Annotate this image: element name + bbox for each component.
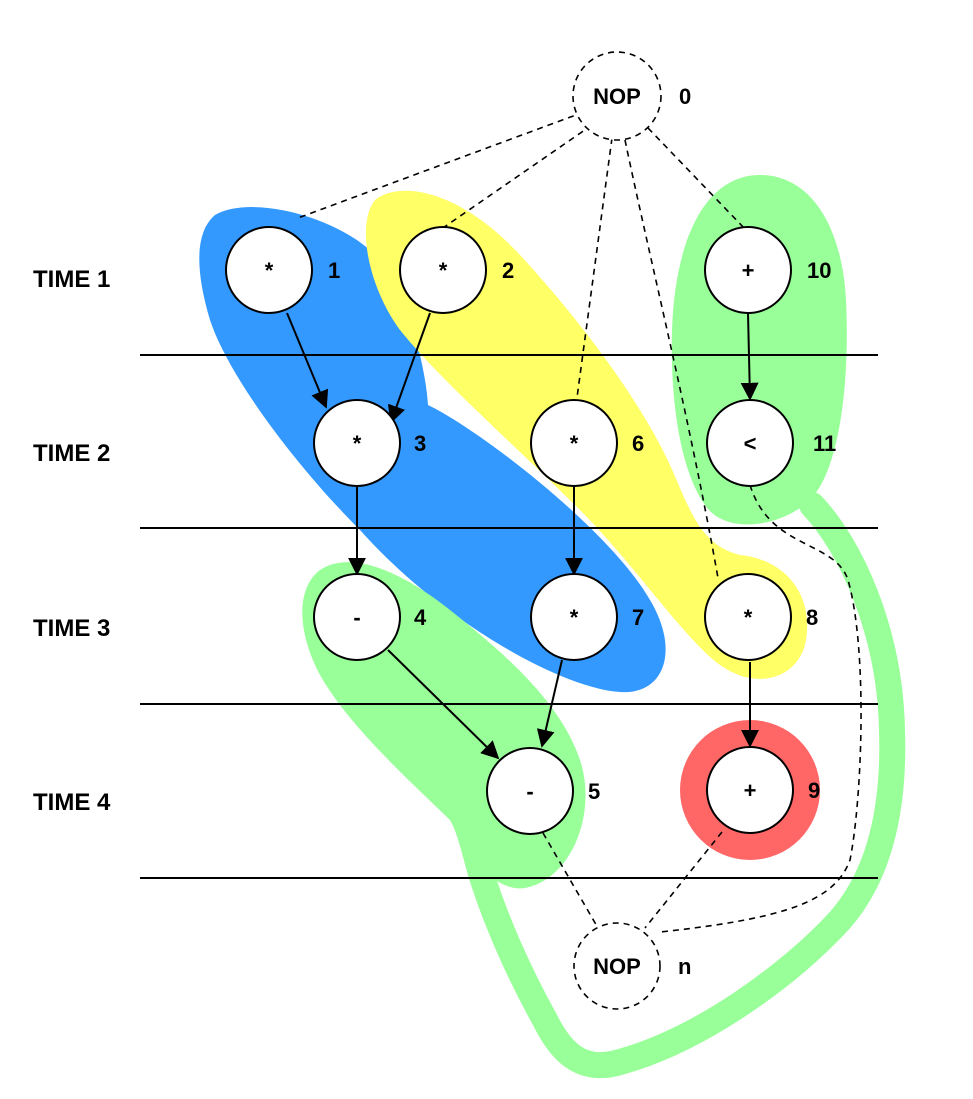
node-0: NOP 0 (572, 51, 691, 141)
node-6: * 6 (530, 399, 644, 487)
node-10: + 10 (704, 226, 831, 314)
node-6-circle (530, 399, 618, 487)
node-1-label: 1 (328, 258, 340, 283)
node-3-circle (313, 399, 401, 487)
dashed-edge-5-n (542, 832, 599, 929)
group-region-green-band (449, 492, 906, 1079)
edge-4-5 (387, 649, 500, 760)
node-6-label: 6 (632, 431, 644, 456)
node-5-circle (486, 747, 574, 835)
edge-2-3 (387, 312, 431, 424)
node-9: + 9 (706, 746, 820, 834)
node-10-op: + (742, 258, 755, 283)
node-11-label: 11 (813, 431, 836, 456)
node-3-op: * (353, 431, 362, 456)
time-separators (140, 354, 878, 879)
node-3-label: 3 (414, 431, 426, 456)
edge-10-11 (740, 312, 759, 401)
node-9-circle (706, 746, 794, 834)
node-5: - 5 (486, 747, 600, 835)
node-4-label: 4 (414, 605, 427, 630)
node-8-label: 8 (806, 605, 818, 630)
node-10-label: 10 (807, 258, 831, 283)
node-2-op: * (439, 258, 448, 283)
dashed-edge-9-n (644, 831, 723, 929)
node-4: - 4 (313, 573, 427, 661)
node-3: * 3 (313, 399, 426, 487)
dashed-edge-0-8 (624, 139, 719, 579)
time-label-4: TIME 4 (33, 789, 111, 816)
group-region-blue (199, 207, 666, 693)
node-7-label: 7 (632, 605, 644, 630)
node-11-op: < (744, 431, 757, 456)
node-2-label: 2 (502, 258, 514, 283)
node-11: < 11 (706, 399, 836, 487)
node-4-circle (313, 573, 401, 661)
node-11-circle (706, 399, 794, 487)
node-1-circle (225, 226, 313, 314)
node-5-op: - (526, 779, 533, 804)
node-8-op: * (744, 605, 753, 630)
node-0-circle (572, 51, 662, 141)
dashed-edge-0-1 (297, 111, 585, 219)
edge-7-5 (536, 659, 563, 748)
dashed-edge-0-6 (575, 137, 613, 406)
time-labels: TIME 1 TIME 2 TIME 3 TIME 4 (33, 266, 111, 816)
node-2: * 2 (399, 226, 514, 314)
node-n: NOP n (573, 922, 691, 1010)
node-n-circle (573, 922, 661, 1010)
node-9-label: 9 (808, 778, 820, 803)
node-0-label: 0 (679, 84, 691, 109)
node-1: * 1 (225, 226, 340, 314)
node-4-op: - (353, 605, 360, 630)
node-10-circle (704, 226, 792, 314)
dashed-edges (297, 111, 862, 933)
node-1-op: * (265, 258, 274, 283)
node-n-op: NOP (593, 954, 641, 979)
time-label-3: TIME 3 (33, 615, 110, 642)
node-2-circle (399, 226, 487, 314)
node-n-label: n (678, 954, 691, 979)
node-6-op: * (570, 431, 579, 456)
dashed-edge-0-10 (647, 127, 747, 231)
node-7-op: * (570, 605, 579, 630)
time-label-1: TIME 1 (33, 266, 110, 293)
node-8: * 8 (704, 573, 818, 661)
edges (286, 312, 759, 760)
dashed-edge-0-2 (439, 124, 593, 231)
node-7: * 7 (530, 573, 644, 661)
node-0-op: NOP (593, 84, 641, 109)
nodes: NOP 0 * 1 * 2 + 10 * 3 * 6 (225, 51, 836, 1010)
node-7-circle (530, 573, 618, 661)
node-5-label: 5 (588, 779, 600, 804)
time-label-2: TIME 2 (33, 440, 110, 467)
edge-1-3 (286, 312, 329, 409)
node-8-circle (704, 573, 792, 661)
node-9-op: + (744, 778, 757, 803)
